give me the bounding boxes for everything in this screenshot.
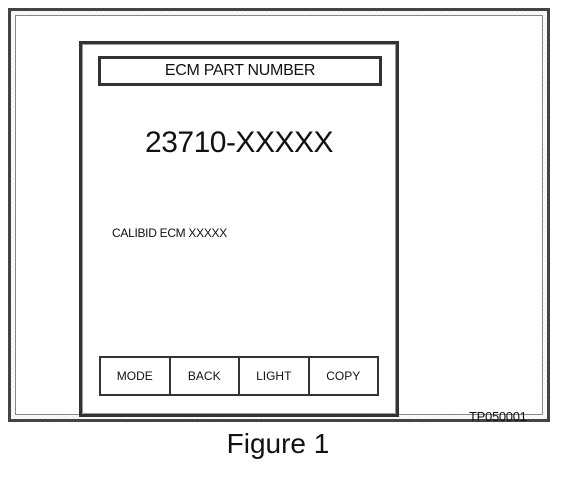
figure-caption: Figure 1 — [226, 428, 330, 459]
screen-header: ECM PART NUMBER — [98, 56, 382, 86]
back-button[interactable]: BACK — [168, 356, 240, 396]
copy-button[interactable]: COPY — [307, 356, 379, 396]
light-button[interactable]: LIGHT — [238, 356, 310, 396]
screen-header-title: ECM PART NUMBER — [164, 62, 316, 79]
tester-screen: ECM PART NUMBER 23710-XXXXX CALIBID ECM … — [79, 41, 399, 417]
ecm-part-number-value: 23710-XXXXX — [145, 126, 333, 159]
function-button-row: MODE BACK LIGHT COPY — [99, 356, 379, 396]
calib-id-line: CALIBID ECM XXXXX — [112, 226, 227, 240]
mode-button[interactable]: MODE — [99, 356, 171, 396]
figure-reference-code: TP050001 — [469, 409, 527, 424]
figure-frame: ECM PART NUMBER 23710-XXXXX CALIBID ECM … — [8, 8, 550, 424]
